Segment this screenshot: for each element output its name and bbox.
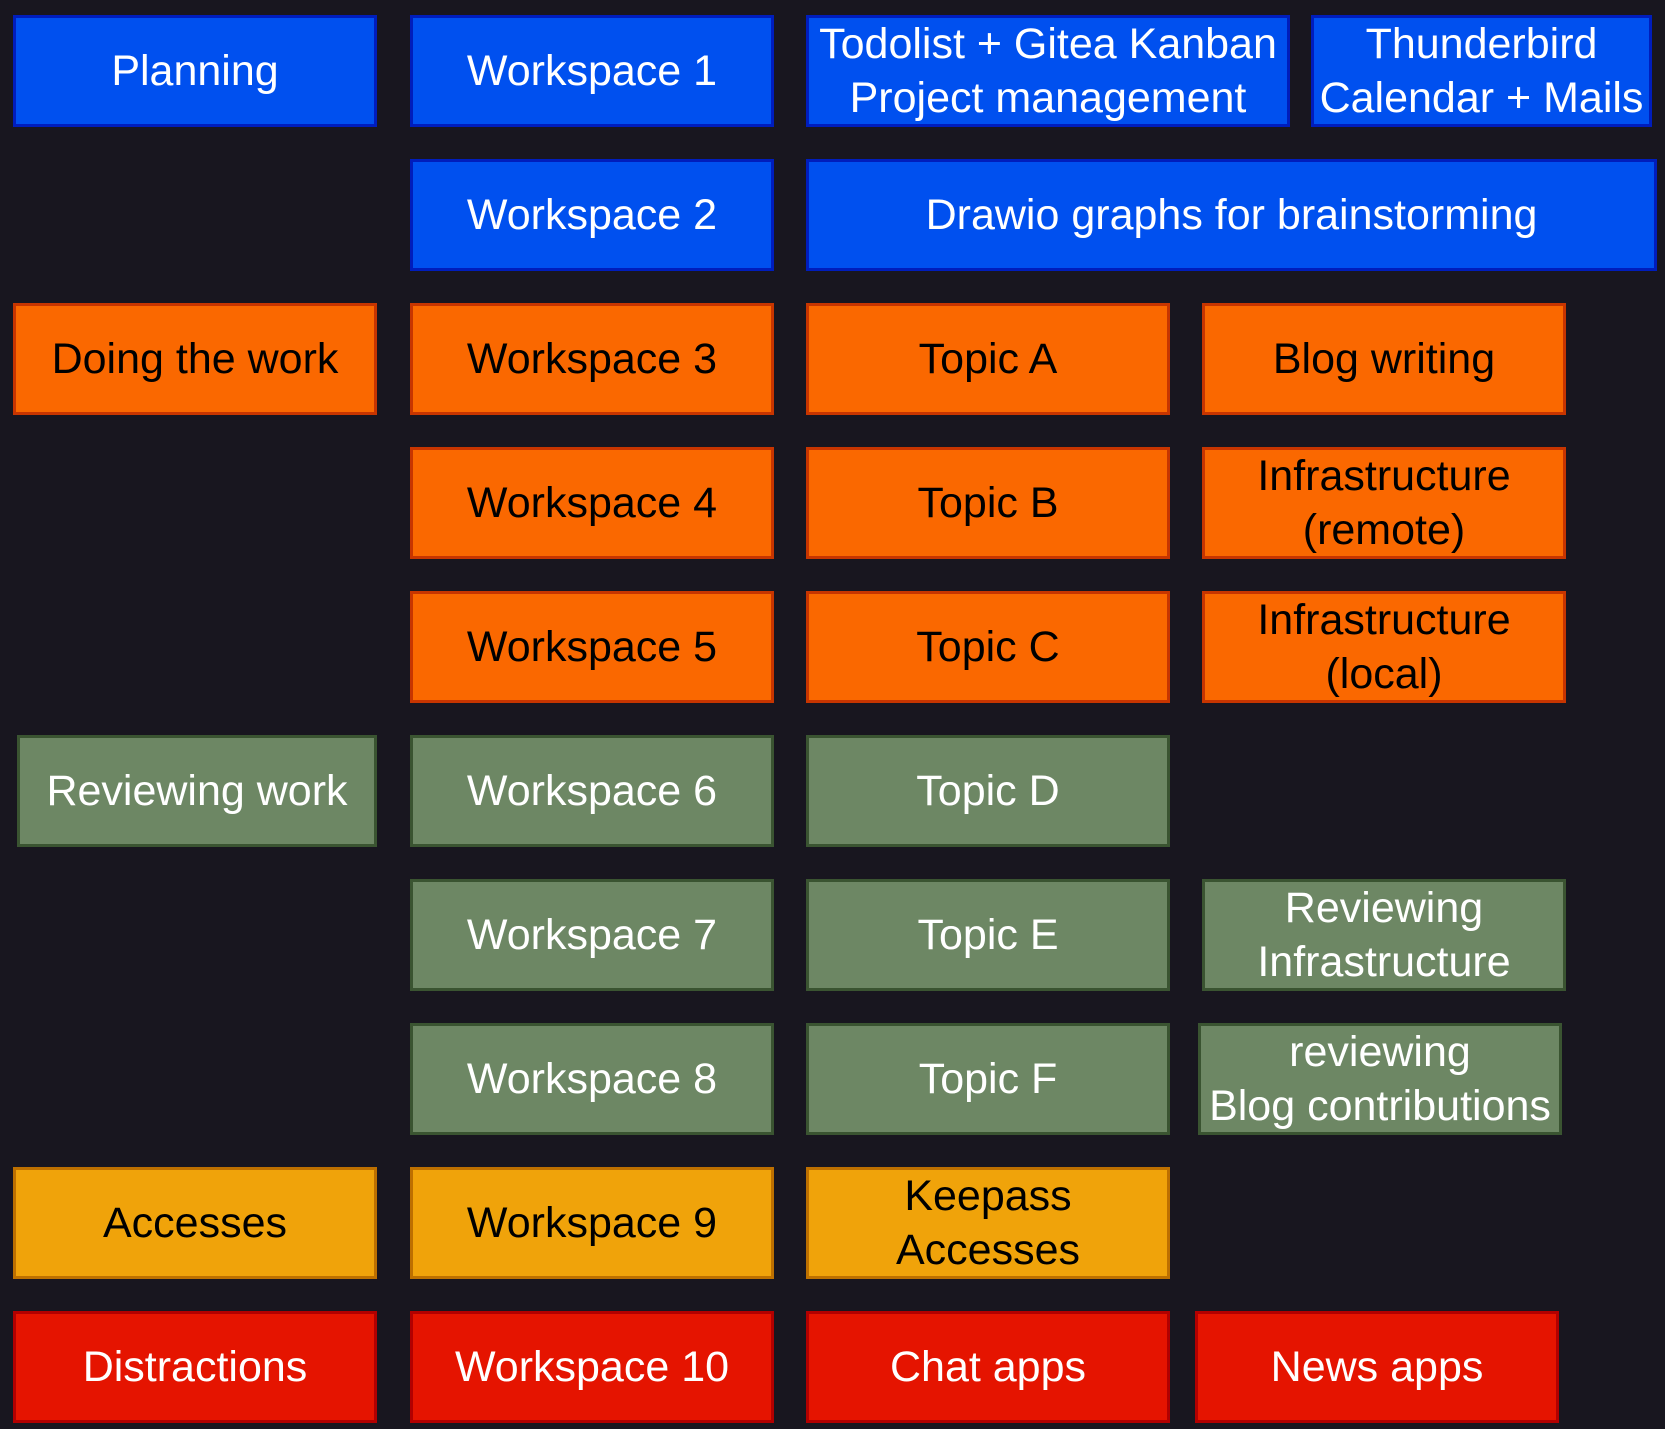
workspace-10: Workspace 10 [410,1311,774,1423]
workspace-7-topic-e-label: Topic E [917,911,1059,959]
workspace-8-topic-f: Topic F [806,1023,1170,1135]
workspace-8-reviewing-blog-contributions: reviewing Blog contributions [1198,1023,1562,1135]
workspace-1-calendar-mails-label: Thunderbird Calendar + Mails [1319,20,1644,122]
workspace-3-topic-a-label: Topic A [918,335,1058,383]
workspace-4: Workspace 4 [410,447,774,559]
workspace-5-label: Workspace 5 [466,623,718,671]
workspace-4-infrastructure-remote: Infrastructure (remote) [1202,447,1566,559]
category-reviewing-work: Reviewing work [17,735,377,847]
workspace-4-topic-b-label: Topic B [917,479,1059,527]
workspace-6: Workspace 6 [410,735,774,847]
workspace-2: Workspace 2 [410,159,774,271]
workspace-3-topic-a: Topic A [806,303,1170,415]
workspace-5: Workspace 5 [410,591,774,703]
workspace-3-blog-writing: Blog writing [1202,303,1566,415]
workspace-4-label: Workspace 4 [466,479,718,527]
workspace-10-chat-apps: Chat apps [806,1311,1170,1423]
workspace-1-project-management: Todolist + Gitea Kanban Project manageme… [806,15,1290,127]
category-planning: Planning [13,15,377,127]
workspace-6-topic-d-label: Topic D [916,767,1060,815]
workspace-7-reviewing-infrastructure-label: Reviewing Infrastructure [1257,884,1511,986]
workspace-10-news-apps-label: News apps [1270,1343,1484,1391]
workspace-8-topic-f-label: Topic F [918,1055,1058,1103]
workspace-9-label: Workspace 9 [466,1199,718,1247]
category-reviewing-work-label: Reviewing work [46,767,348,815]
workspace-1-project-management-label: Todolist + Gitea Kanban Project manageme… [819,20,1277,122]
category-planning-label: Planning [111,47,279,95]
category-doing-the-work-label: Doing the work [51,335,339,383]
workspace-1-calendar-mails: Thunderbird Calendar + Mails [1311,15,1652,127]
workspace-7-label: Workspace 7 [466,911,718,959]
workspace-6-label: Workspace 6 [466,767,718,815]
workspace-4-topic-b: Topic B [806,447,1170,559]
workspace-1: Workspace 1 [410,15,774,127]
workspace-8-reviewing-blog-contributions-label: reviewing Blog contributions [1209,1028,1551,1130]
category-doing-the-work: Doing the work [13,303,377,415]
workspace-5-infrastructure-local: Infrastructure (local) [1202,591,1566,703]
workspace-10-chat-apps-label: Chat apps [889,1343,1087,1391]
workspace-1-label: Workspace 1 [466,47,718,95]
workspace-2-drawio: Drawio graphs for brainstorming [806,159,1657,271]
workspace-5-topic-c-label: Topic C [916,623,1060,671]
workspace-3-label: Workspace 3 [466,335,718,383]
workspace-7: Workspace 7 [410,879,774,991]
workspace-3: Workspace 3 [410,303,774,415]
workspace-6-topic-d: Topic D [806,735,1170,847]
workspace-2-drawio-label: Drawio graphs for brainstorming [925,191,1538,239]
category-accesses-label: Accesses [102,1199,287,1247]
workspace-3-blog-writing-label: Blog writing [1272,335,1496,383]
workspace-8-label: Workspace 8 [466,1055,718,1103]
workspace-8: Workspace 8 [410,1023,774,1135]
workspace-7-topic-e: Topic E [806,879,1170,991]
workspace-9: Workspace 9 [410,1167,774,1279]
workspace-5-infrastructure-local-label: Infrastructure (local) [1257,596,1511,698]
category-distractions-label: Distractions [82,1343,308,1391]
workspace-9-keepass-accesses: Keepass Accesses [806,1167,1170,1279]
workspace-10-news-apps: News apps [1195,1311,1559,1423]
workspace-5-topic-c: Topic C [806,591,1170,703]
category-distractions: Distractions [13,1311,377,1423]
workspace-2-label: Workspace 2 [466,191,718,239]
workspace-4-infrastructure-remote-label: Infrastructure (remote) [1257,452,1511,554]
workspace-9-keepass-accesses-label: Keepass Accesses [895,1172,1080,1274]
workspace-10-label: Workspace 10 [454,1343,730,1391]
category-accesses: Accesses [13,1167,377,1279]
workspace-7-reviewing-infrastructure: Reviewing Infrastructure [1202,879,1566,991]
